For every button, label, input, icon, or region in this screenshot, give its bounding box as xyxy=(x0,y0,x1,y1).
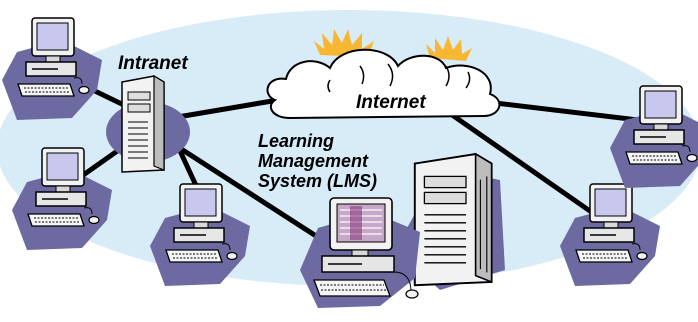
cloud-icon xyxy=(266,29,501,120)
lms-label-line-2: Management xyxy=(258,151,369,171)
lms-label-line-1: Learning xyxy=(258,131,335,151)
intranet-label: Intranet xyxy=(118,53,188,74)
lms-workstation xyxy=(300,197,420,308)
internet-label: Internet xyxy=(356,92,426,113)
lms-label-line-3: System (LMS) xyxy=(258,171,378,191)
intranet-server xyxy=(106,74,190,173)
lms-server-tower xyxy=(395,152,505,290)
lms-label: Learning Management System (LMS) xyxy=(258,131,377,191)
